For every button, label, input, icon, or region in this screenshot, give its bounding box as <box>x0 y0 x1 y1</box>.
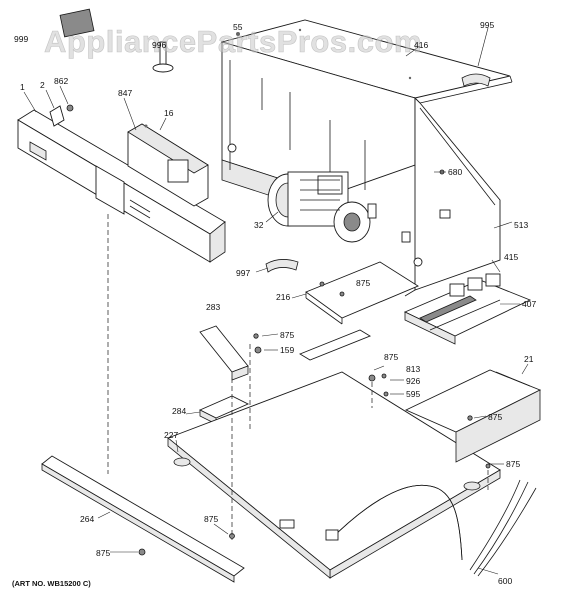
callout-875-d: 875 <box>488 412 502 422</box>
callout-416: 416 <box>414 40 428 50</box>
callout-264: 264 <box>80 514 94 524</box>
callout-813: 813 <box>406 364 420 374</box>
relay-board <box>403 273 532 345</box>
side-bracket <box>198 325 250 425</box>
callout-415: 415 <box>504 252 518 262</box>
watermark-text: AppliancePartsPros.com <box>44 24 422 59</box>
callout-875-c: 875 <box>384 352 398 362</box>
callout-875-a: 875 <box>356 278 370 288</box>
callout-862: 862 <box>54 76 68 86</box>
callout-283: 283 <box>206 302 220 312</box>
callout-926: 926 <box>406 376 420 386</box>
callout-407: 407 <box>522 299 536 309</box>
assembly-lines <box>107 214 489 540</box>
callout-875-e: 875 <box>506 459 520 469</box>
callout-32: 32 <box>254 220 264 230</box>
heat-shield <box>404 369 542 463</box>
callout-600: 600 <box>498 576 512 586</box>
callout-680: 680 <box>448 167 462 177</box>
art-number: (ART NO. WB15200 C) <box>12 579 91 588</box>
callout-16: 16 <box>164 108 174 118</box>
callout-997: 997 <box>236 268 250 278</box>
callout-995: 995 <box>480 20 494 30</box>
control-board <box>127 123 209 207</box>
shelf-bracket <box>305 261 419 325</box>
front-rail <box>41 455 245 583</box>
callout-847: 847 <box>118 88 132 98</box>
callout-875-g: 875 <box>96 548 110 558</box>
callout-595: 595 <box>406 389 420 399</box>
fastener-screws <box>59 8 240 73</box>
bottom-panel <box>167 371 501 579</box>
wire-clip <box>265 73 491 273</box>
callout-513: 513 <box>514 220 528 230</box>
callout-996: 996 <box>152 40 166 50</box>
mounting-bracket <box>49 104 74 127</box>
callout-999: 999 <box>14 34 28 44</box>
control-panel-trim <box>17 109 226 263</box>
callout-875-f: 875 <box>204 514 218 524</box>
support-rail <box>298 329 372 361</box>
callout-55: 55 <box>233 22 243 32</box>
wire-harness <box>325 479 537 577</box>
blower-fan-assembly <box>267 171 377 243</box>
leader-lines <box>23 27 529 575</box>
callout-216: 216 <box>276 292 290 302</box>
callout-875-b: 875 <box>280 330 294 340</box>
main-housing <box>221 41 501 297</box>
callout-1: 1 <box>20 82 25 92</box>
callout-21: 21 <box>524 354 534 364</box>
callout-2: 2 <box>40 80 45 90</box>
callout-227: 227 <box>164 430 178 440</box>
callout-284: 284 <box>172 406 186 416</box>
callout-159: 159 <box>280 345 294 355</box>
callout-labels: 999 996 55 416 995 1 2 862 847 16 680 51… <box>14 20 536 586</box>
